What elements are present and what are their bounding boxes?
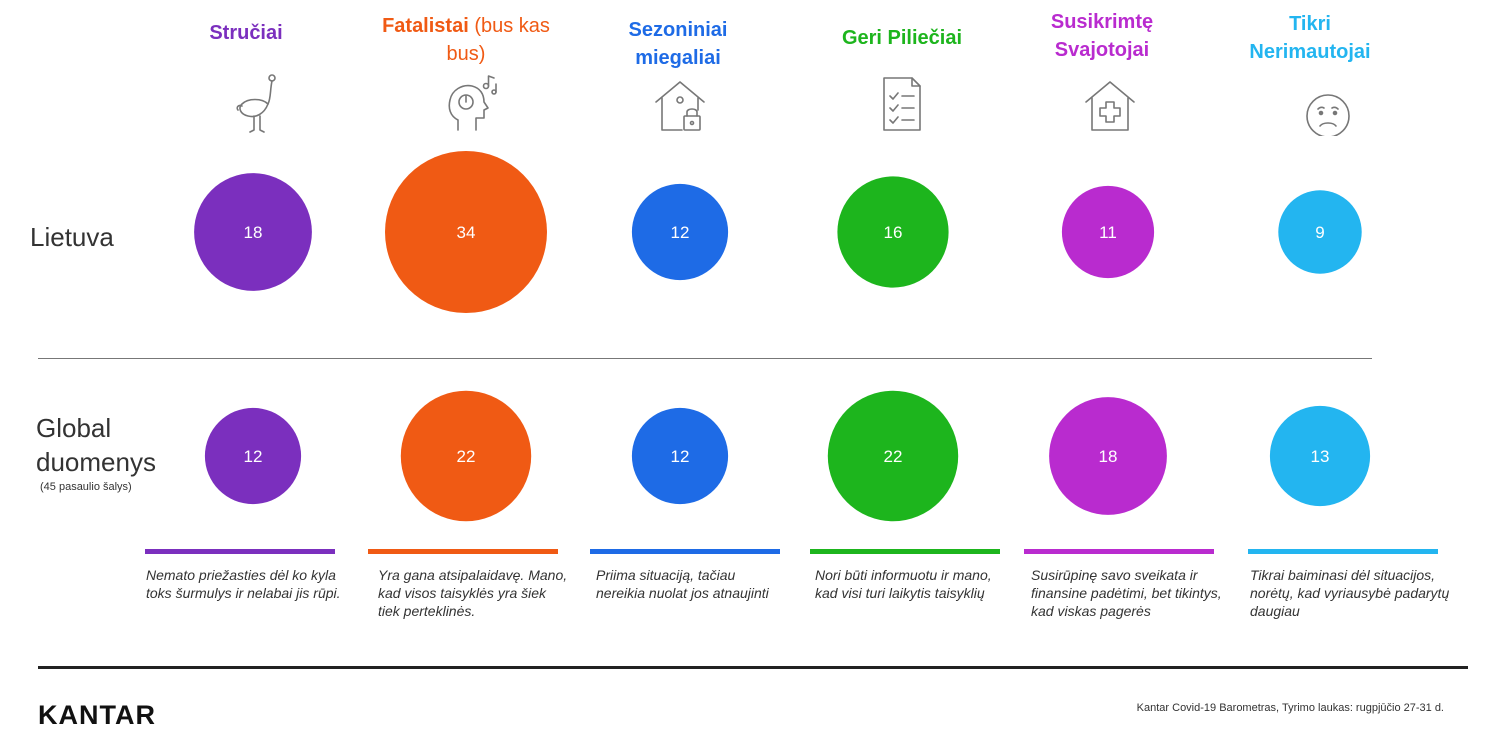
segment-color-bar — [1024, 549, 1214, 554]
head-music-icon — [440, 72, 500, 136]
row-label-global: Global duomenys — [36, 413, 156, 477]
bubble-value-label: 34 — [457, 223, 476, 242]
segment-title: Susikrimtę Svajotojai — [1012, 8, 1192, 64]
bubble-global-2 — [631, 407, 729, 505]
segment-title: Stručiai — [146, 19, 346, 47]
segment-title-suffix: (bus kas bus) — [446, 15, 550, 65]
row-sublabel-global: (45 pasaulio šalys) — [40, 481, 132, 493]
segment-title: Fatalistai (bus kas bus) — [366, 12, 566, 68]
checklist-icon — [872, 72, 932, 136]
segment-color-bar — [368, 549, 558, 554]
bubble-value-label: 18 — [244, 223, 263, 242]
bubble-global-1 — [400, 390, 532, 522]
bubble-value-label: 9 — [1315, 223, 1324, 242]
bubble-global-0 — [204, 407, 302, 505]
bubble-value-label: 22 — [457, 447, 476, 466]
source-note: Kantar Covid-19 Barometras, Tyrimo lauka… — [1136, 702, 1444, 714]
bubble-value-label: 12 — [244, 447, 263, 466]
segment-color-bar — [1248, 549, 1438, 554]
bubble-value-label: 11 — [1099, 223, 1117, 242]
house-medical-icon — [1080, 72, 1140, 136]
bubble-lietuva-1 — [385, 151, 547, 313]
segment-description: Tikrai baiminasi dėl situacijos, norėtų,… — [1250, 567, 1450, 619]
ostrich-icon — [228, 72, 288, 136]
bubble-lietuva-4 — [1061, 185, 1155, 279]
segment-title-text: Geri Piliečiai — [841, 27, 963, 49]
row-divider — [38, 358, 1372, 359]
segment-title-text: Tikri Nerimautojai — [1249, 13, 1371, 63]
segment-title-text: Sezoniniai miegaliai — [628, 19, 728, 69]
segment-description: Yra gana atsipalaidavę. Mano, kad visos … — [378, 567, 568, 619]
bubble-value-label: 16 — [884, 223, 903, 242]
segment-title-text: Fatalistai — [382, 15, 469, 37]
bubble-lietuva-5 — [1278, 190, 1362, 274]
bubble-global-4 — [1049, 397, 1167, 515]
segment-title-text: Susikrimtę Svajotojai — [1050, 11, 1154, 61]
segment-title: Geri Piliečiai — [802, 24, 1002, 52]
bubble-lietuva-2 — [631, 183, 729, 281]
segment-description: Nori būti informuotu ir mano, kad visi t… — [815, 567, 992, 601]
bubble-global-5 — [1269, 405, 1371, 507]
footer-divider — [38, 666, 1468, 669]
segment-color-bar — [810, 549, 1000, 554]
house-lock-icon — [650, 72, 710, 136]
bubble-value-label: 12 — [671, 223, 690, 242]
row-label-lietuva: Lietuva — [30, 222, 114, 252]
bubble-value-label: 18 — [1099, 447, 1118, 466]
segment-description: Priima situaciją, tačiau nereikia nuolat… — [596, 567, 769, 601]
segment-color-bar — [145, 549, 335, 554]
segment-description: Nemato priežasties dėl ko kyla toks šurm… — [146, 567, 341, 601]
segment-title-text: Stručiai — [209, 22, 283, 44]
bubble-lietuva-3 — [837, 176, 949, 288]
segment-title: Sezoniniai miegaliai — [578, 16, 778, 72]
segment-title: Tikri Nerimautojai — [1220, 10, 1400, 66]
bubble-value-label: 22 — [884, 447, 903, 466]
bubble-value-label: 12 — [671, 447, 690, 466]
kantar-logo: KANTAR — [38, 700, 156, 730]
segment-color-bar — [590, 549, 780, 554]
bubble-lietuva-0 — [194, 173, 312, 291]
segment-description: Susirūpinę savo sveikata ir finansine pa… — [1031, 567, 1222, 619]
bubble-global-3 — [827, 390, 959, 522]
bubble-value-label: 13 — [1311, 447, 1330, 466]
